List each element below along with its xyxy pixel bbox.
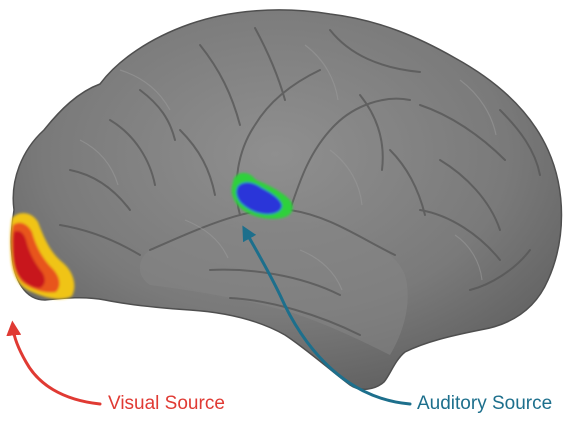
visual-source-label: Visual Source: [108, 393, 225, 415]
auditory-source-label: Auditory Source: [417, 393, 552, 415]
visual-arrow: [13, 328, 100, 404]
